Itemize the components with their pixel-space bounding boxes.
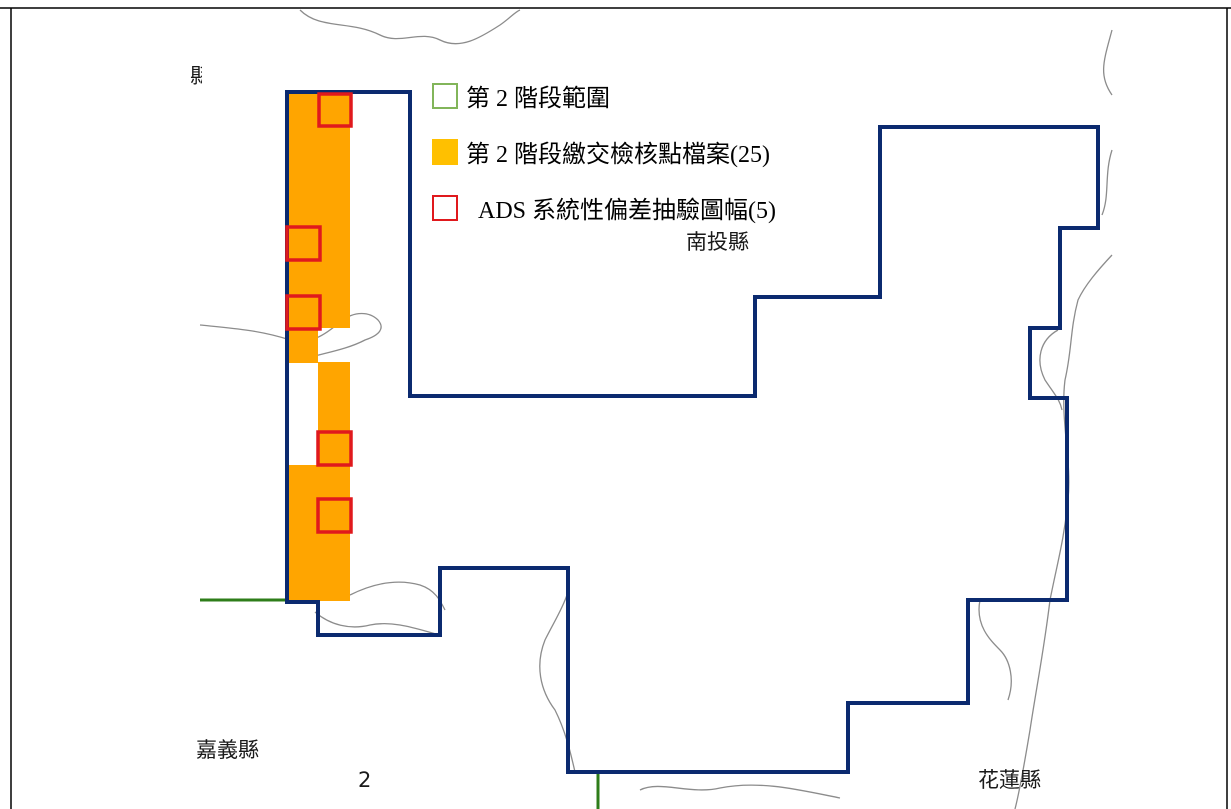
stage-range-swatch <box>432 82 458 109</box>
ads-sample-box <box>317 92 353 128</box>
legend-stage-range: 第 2 階段範圍 <box>432 78 610 113</box>
ads-sample-box <box>285 294 322 331</box>
label-edge-fragment: 縣 <box>190 64 202 88</box>
label-number: 2 <box>358 768 372 792</box>
legend-checkpoint-files-label: 第 2 階段繳交檢核點檔案(25) <box>466 142 770 168</box>
legend-checkpoint-files: 第 2 階段繳交檢核點檔案(25) <box>432 134 770 169</box>
label-nantou-county: 南投縣 <box>686 230 749 254</box>
stage-range-lines <box>200 598 600 809</box>
ads-sample-box <box>285 225 322 262</box>
label-hualien-county: 花蓮縣 <box>978 768 1041 792</box>
label-chiayi-county: 嘉義縣 <box>196 738 259 762</box>
legend-ads-sample: ADS 系統性偏差抽驗圖幅(5) <box>432 190 776 225</box>
legend-ads-sample-label: ADS 系統性偏差抽驗圖幅(5) <box>478 198 776 224</box>
ads-sample-boxes <box>285 92 353 534</box>
ads-sample-swatch <box>432 194 458 221</box>
ads-sample-box <box>316 430 353 467</box>
project-boundary <box>285 90 1100 774</box>
checkpoint-tiles <box>287 92 350 601</box>
legend-stage-range-label: 第 2 階段範圍 <box>466 86 610 112</box>
ads-sample-box <box>316 497 353 534</box>
checkpoint-swatch <box>432 138 458 165</box>
